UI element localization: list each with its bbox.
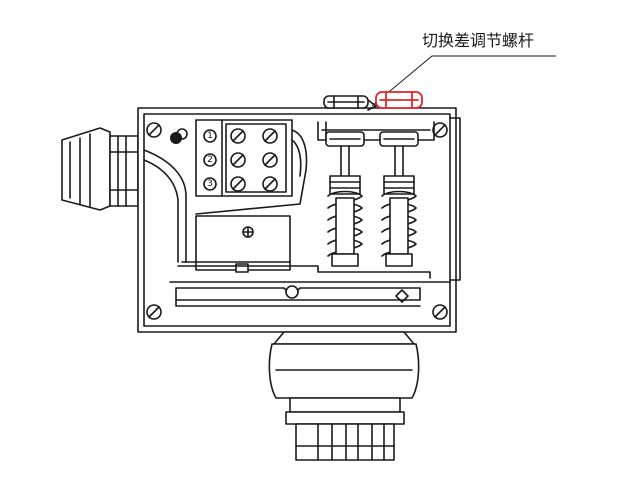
terminal-number-2: 2 (203, 153, 217, 167)
terminal-number-3: 3 (203, 177, 217, 191)
base-plate (169, 265, 451, 307)
callout-leader-line (371, 55, 556, 107)
corner-screw-top-left (146, 122, 162, 138)
callout-label: 切换差调节螺杆 (422, 31, 534, 50)
top-screw-left (323, 95, 369, 109)
differential-adjust-screw-highlighted (375, 91, 423, 109)
corner-screw-top-right (432, 122, 448, 138)
spring-assembly-left (325, 131, 365, 267)
cable-gland (61, 127, 139, 211)
microswitch (181, 215, 291, 273)
spring-assembly-right (379, 131, 419, 267)
terminal-number-1: 1 (203, 129, 217, 143)
corner-screw-bottom-right (432, 304, 448, 320)
pressure-connection (268, 331, 420, 461)
svg-text:3: 3 (207, 179, 213, 189)
indicator-diamond (367, 99, 377, 111)
ground-screw (170, 128, 188, 144)
wiring (143, 129, 308, 263)
svg-text:1: 1 (207, 131, 213, 141)
corner-screw-bottom-left (146, 304, 162, 320)
terminal-screws (230, 128, 278, 192)
svg-text:2: 2 (207, 155, 213, 165)
